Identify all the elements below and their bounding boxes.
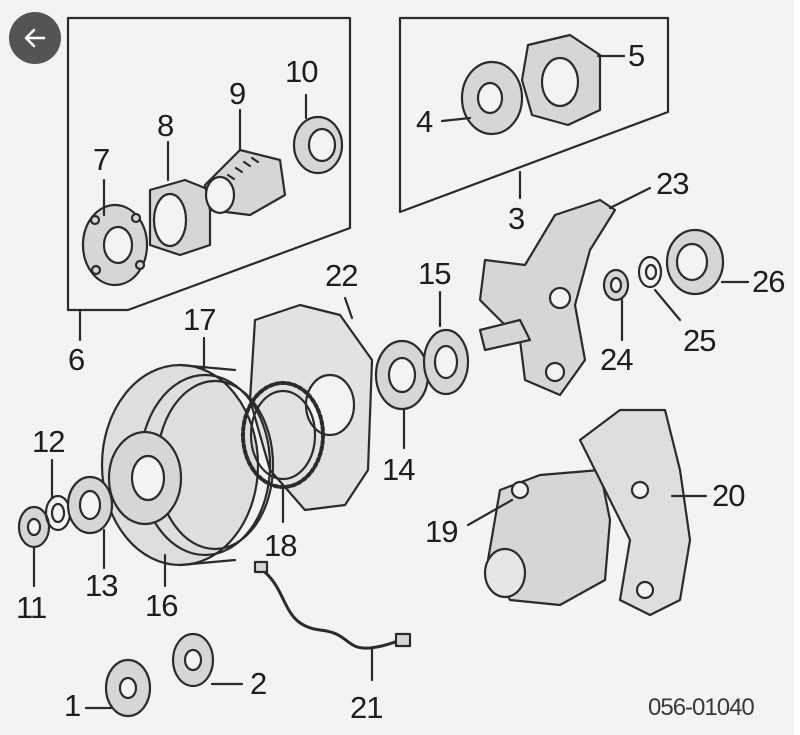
part-16-hub — [107, 430, 183, 526]
callout-2: 2 — [250, 666, 267, 701]
leader-19 — [466, 498, 514, 527]
part-11-nut — [17, 505, 51, 549]
leader-4 — [440, 116, 472, 123]
callout-10: 10 — [285, 54, 318, 89]
callout-11: 11 — [16, 590, 47, 625]
callout-13: 13 — [85, 568, 118, 603]
group-box-3 — [398, 16, 670, 214]
part-12-washer — [44, 494, 72, 532]
callout-18: 18 — [264, 528, 297, 563]
callout-21: 21 — [350, 690, 383, 725]
part-14-bearing — [374, 339, 430, 411]
callout-5: 5 — [628, 38, 645, 73]
callout-9: 9 — [229, 76, 246, 111]
part-21-sensor-wire — [253, 560, 412, 650]
part-9-body — [203, 148, 287, 217]
callout-22: 22 — [325, 258, 358, 293]
callout-25: 25 — [683, 323, 716, 358]
part-20-bracket — [578, 408, 692, 617]
part-23-knuckle — [478, 198, 617, 397]
callout-14: 14 — [382, 452, 415, 487]
part-25-ring — [637, 255, 663, 289]
part-22-dust-shield — [248, 303, 374, 512]
part-5-hub — [520, 33, 602, 127]
part-10-bearing — [292, 115, 344, 175]
leader-22 — [343, 296, 354, 320]
part-24-seal — [602, 268, 630, 302]
callout-23: 23 — [656, 166, 689, 201]
part-2-cap — [171, 632, 215, 688]
callout-8: 8 — [157, 108, 174, 143]
part-7-flange — [81, 203, 149, 287]
callout-1: 1 — [64, 688, 81, 723]
leader-23 — [608, 186, 652, 210]
arrow-left-icon — [24, 28, 46, 48]
diagram-code: 056-01040 — [648, 694, 755, 721]
part-19-caliper — [483, 468, 612, 607]
part-26-bearing — [665, 228, 725, 296]
callout-4: 4 — [416, 104, 433, 139]
callout-16: 16 — [145, 588, 178, 623]
callout-12: 12 — [32, 424, 65, 459]
part-4-flange — [460, 60, 524, 136]
group-box-6 — [66, 16, 352, 312]
right-border — [794, 0, 800, 735]
callout-20: 20 — [712, 478, 745, 513]
callout-6: 6 — [68, 342, 85, 377]
spindle — [478, 318, 532, 352]
back-button[interactable] — [9, 12, 61, 64]
callout-17: 17 — [183, 302, 216, 337]
part-15-seal — [422, 328, 470, 396]
callout-7: 7 — [93, 142, 110, 177]
callout-26: 26 — [752, 264, 785, 299]
callout-15: 15 — [418, 256, 451, 291]
part-8-ring — [148, 178, 212, 257]
callout-3: 3 — [508, 201, 525, 236]
part-13-bearing — [66, 475, 114, 535]
callout-24: 24 — [600, 342, 633, 377]
part-1-cap — [104, 658, 152, 718]
callout-19: 19 — [425, 514, 458, 549]
leader-25 — [653, 288, 682, 322]
